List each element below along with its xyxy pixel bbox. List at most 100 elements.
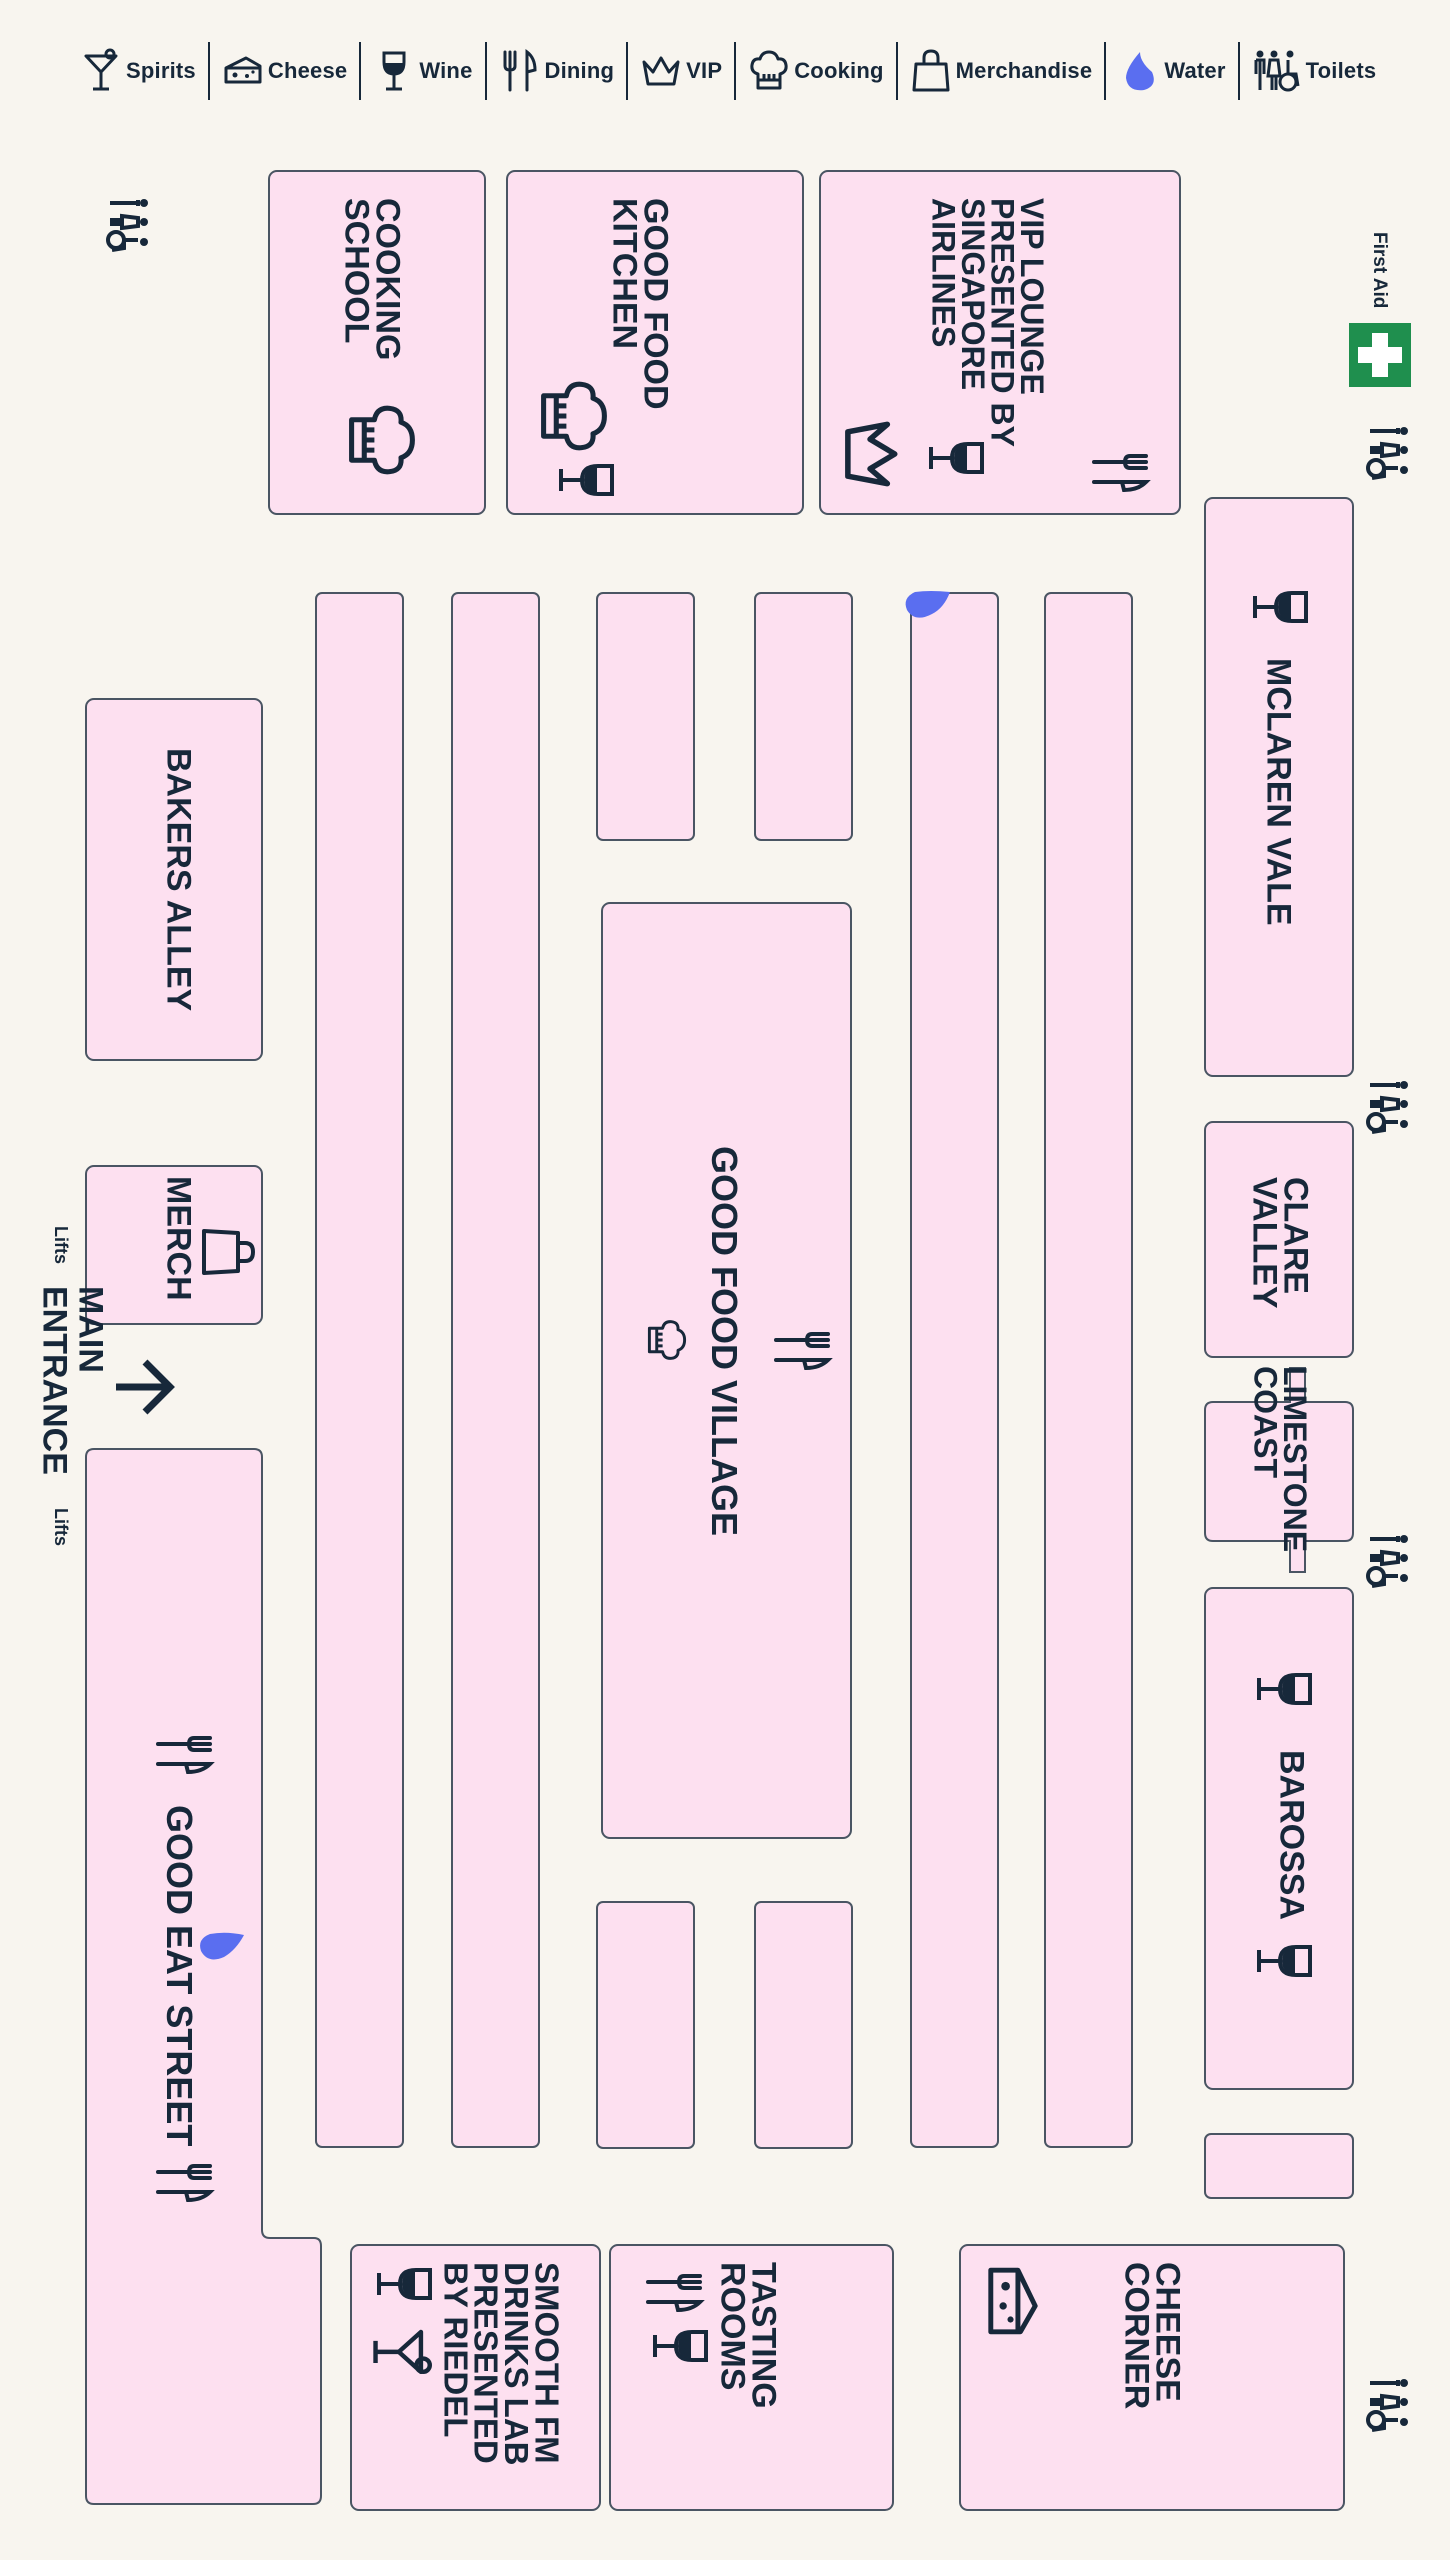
- limestone-coast-label: LIMESTONE COAST: [1247, 1366, 1313, 1553]
- cheese-icon: [988, 2267, 1038, 2335]
- good-food-kitchen-zone[interactable]: [506, 170, 804, 515]
- chef-hat-icon: [647, 1320, 687, 1360]
- chef-hat-icon: [750, 50, 788, 90]
- good-eat-street-label: GOOD EAT STREET: [159, 1805, 201, 2147]
- aisle-stall-1[interactable]: [315, 592, 404, 2148]
- wine-glass-icon: [382, 51, 406, 91]
- good-food-kitchen-label: GOOD FOOD KITCHEN: [605, 198, 675, 410]
- wine-glass-icon: [1253, 591, 1308, 623]
- cheese-icon: [224, 56, 262, 84]
- legend-divider: [1104, 42, 1107, 100]
- fork-knife-icon: [1092, 454, 1151, 493]
- map-legend: Spirits Cheese Wine Dining VIP Cooking M…: [70, 40, 1386, 102]
- wine-glass-icon: [377, 2268, 432, 2300]
- clare-valley-label: CLARE VALLEY: [1245, 1177, 1315, 1309]
- aisle-stall-6[interactable]: [1044, 592, 1133, 2148]
- limestone-coast-zone[interactable]: [1204, 1367, 1354, 1573]
- legend-spirits: Spirits: [70, 40, 206, 102]
- first-aid-icon: [1349, 323, 1411, 387]
- legend-label: Toilets: [1305, 58, 1377, 83]
- legend-divider: [207, 42, 210, 100]
- fork-knife-icon: [774, 1332, 833, 1371]
- toilets-icon: [1366, 1081, 1408, 1134]
- water-drop-icon: [1126, 52, 1155, 91]
- barossa-zone[interactable]: [1204, 1587, 1354, 2090]
- legend-vip: VIP: [630, 40, 732, 102]
- legend-wine: Wine: [363, 40, 482, 102]
- wine-glass-icon: [653, 2330, 708, 2362]
- water-drop-icon: [905, 591, 950, 618]
- smooth-fm-label: SMOOTH FM DRINKS LAB PRESENTED BY RIEDEL: [437, 2262, 566, 2466]
- barossa-label: BAROSSA: [1272, 1750, 1311, 1921]
- water-drop-icon: [200, 1932, 244, 1960]
- aisle-stall-5[interactable]: [910, 592, 999, 2148]
- bakers-alley-label: BAKERS ALLEY: [159, 748, 198, 1012]
- cooking-school-label: COOKING SCHOOL: [337, 198, 407, 361]
- legend-label: Merchandise: [955, 58, 1093, 83]
- small-stall-9[interactable]: [1204, 2133, 1354, 2199]
- mclaren-vale-label: MCLAREN VALE: [1259, 658, 1298, 926]
- aisle-stall-4[interactable]: [754, 592, 853, 841]
- main-entrance-label: MAIN ENTRANCE: [35, 1286, 110, 1475]
- legend-cheese: Cheese: [212, 40, 357, 102]
- lifts-label-top: Lifts: [51, 1226, 71, 1264]
- merch-zone[interactable]: [85, 1165, 263, 1325]
- legend-label: Dining: [544, 58, 615, 83]
- legend-label: Water: [1164, 58, 1226, 83]
- legend-toilets: Toilets: [1242, 40, 1387, 102]
- chef-hat-icon: [541, 381, 607, 451]
- legend-label: Spirits: [126, 58, 196, 83]
- legend-divider: [359, 42, 362, 100]
- legend-water: Water: [1108, 40, 1235, 102]
- legend-label: Cooking: [794, 58, 884, 83]
- tasting-rooms-label: TASTING ROOMS: [713, 2262, 783, 2409]
- fork-knife-icon: [503, 48, 537, 92]
- good-food-village-label: GOOD FOOD VILLAGE: [704, 1146, 746, 1537]
- aisle-stall-2[interactable]: [451, 592, 540, 2148]
- wine-glass-icon: [1257, 1945, 1312, 1977]
- cocktail-icon: [373, 2329, 432, 2375]
- legend-divider: [734, 42, 737, 100]
- entrance-arrow-icon: [116, 1359, 175, 1415]
- crown-icon: [845, 421, 898, 487]
- mclaren-vale-zone[interactable]: [1204, 497, 1354, 1077]
- legend-dining: Dining: [489, 40, 625, 102]
- wine-glass-icon: [559, 464, 614, 496]
- cheese-corner-label: CHEESE CORNER: [1117, 2262, 1187, 2410]
- toilets-icon: [1366, 2379, 1408, 2432]
- wine-glass-icon: [1257, 1673, 1312, 1705]
- shopping-bag-icon: [202, 1229, 255, 1275]
- chef-hat-icon: [349, 405, 415, 475]
- cheese-corner-zone[interactable]: [959, 2244, 1345, 2511]
- lifts-label-bottom: Lifts: [51, 1508, 71, 1546]
- fork-knife-icon: [646, 2274, 705, 2313]
- toilets-icon: [106, 199, 148, 252]
- small-stall-7[interactable]: [596, 1901, 695, 2149]
- small-stall-8[interactable]: [754, 1901, 853, 2149]
- vip-lounge-label: VIP LOUNGE PRESENTED BY SINGAPORE AIRLIN…: [925, 198, 1050, 447]
- clare-valley-zone[interactable]: [1204, 1121, 1354, 1358]
- crown-icon: [642, 56, 680, 86]
- cooking-school-zone[interactable]: [268, 170, 486, 515]
- bakers-alley-zone[interactable]: [85, 698, 263, 1061]
- toilets-icon: [1366, 427, 1408, 480]
- good-food-village-zone[interactable]: [601, 902, 852, 1839]
- fork-knife-icon: [156, 1736, 215, 1775]
- fork-knife-icon: [156, 2164, 215, 2203]
- legend-divider: [484, 42, 487, 100]
- wine-glass-icon: [929, 442, 984, 474]
- legend-divider: [895, 42, 898, 100]
- legend-label: VIP: [686, 58, 723, 83]
- legend-merchandise: Merchandise: [900, 40, 1103, 102]
- toilets-icon: [1254, 50, 1300, 92]
- vip-lounge-zone[interactable]: [819, 170, 1181, 515]
- good-eat-street-zone[interactable]: [85, 1448, 322, 2505]
- legend-divider: [626, 42, 629, 100]
- aisle-stall-3[interactable]: [596, 592, 695, 841]
- toilets-icon: [1366, 1535, 1408, 1588]
- shopping-bag-icon: [912, 49, 950, 92]
- legend-divider: [1237, 42, 1240, 100]
- smooth-fm-drinks-lab-zone[interactable]: [350, 2244, 601, 2511]
